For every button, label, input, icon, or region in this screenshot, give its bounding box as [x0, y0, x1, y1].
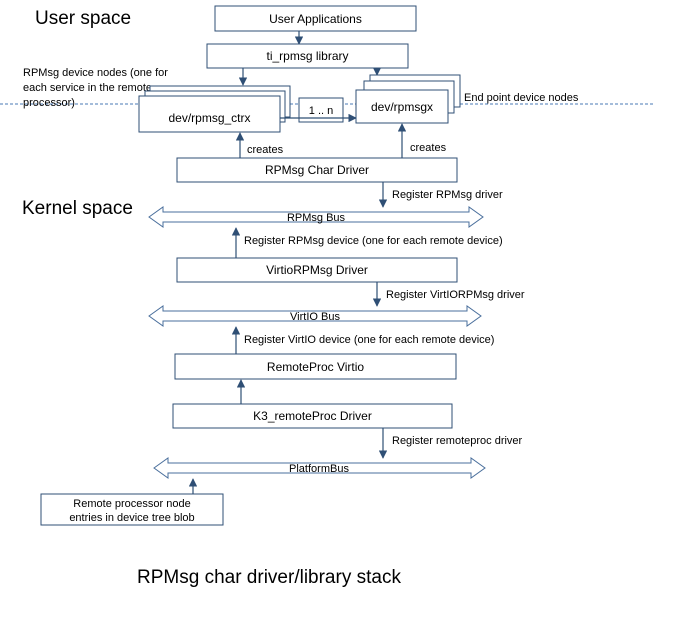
- ti-rpmsg-library-label: ti_rpmsg library: [266, 49, 348, 63]
- virtio-bus-label: VirtIO Bus: [290, 311, 340, 323]
- register-remoteproc-driver-label: Register remoteproc driver: [392, 435, 523, 447]
- remoteproc-virtio-box: [174, 353, 457, 380]
- user-applications-label: User Applications: [269, 12, 362, 26]
- rpmsg-ctrx-box: [138, 95, 281, 133]
- rpmsg-bus-label: RPMsg Bus: [287, 212, 346, 224]
- creates-right-label: creates: [410, 142, 447, 154]
- user-applications-box: [214, 5, 417, 32]
- remoteproc-virtio-label: RemoteProc Virtio: [267, 360, 364, 374]
- rpmsg-bus-arrow: [148, 206, 484, 228]
- endpoint-nodes-note: End point device nodes: [464, 92, 579, 104]
- virtio-bus-arrow: [148, 305, 482, 327]
- platform-bus-label: PlatformBus: [289, 463, 349, 475]
- register-rpmsg-device-label: Register RPMsg device (one for each remo…: [244, 235, 503, 247]
- creates-left-label: creates: [247, 144, 284, 156]
- platform-bus-arrow: [153, 457, 486, 479]
- k3-remoteproc-driver-box: [172, 403, 453, 429]
- register-virtio-device-label: Register VirtIO device (one for each rem…: [244, 334, 494, 346]
- register-rpmsg-driver-label: Register RPMsg driver: [392, 189, 503, 201]
- device-nodes-note-line-1: RPMsg device nodes (one for: [23, 67, 168, 79]
- ti-rpmsg-library-box: [206, 43, 409, 69]
- register-virtio-rpmsg-driver-label: Register VirtIORPMsg driver: [386, 289, 525, 301]
- kernel-space-label: Kernel space: [22, 198, 133, 219]
- rpmsgx-box: [355, 89, 449, 124]
- device-tree-node-box: [40, 493, 224, 526]
- k3-remoteproc-driver-label: K3_remoteProc Driver: [253, 409, 372, 423]
- rpmsg-char-driver-box: [176, 157, 458, 183]
- diagram-caption: RPMsg char driver/library stack: [137, 567, 401, 588]
- device-nodes-note-line-2: each service in the remote: [23, 82, 152, 94]
- rpmsg-ctrx-label: dev/rpmsg_ctrx: [168, 111, 250, 125]
- rpmsgx-label: dev/rpmsgx: [371, 100, 433, 114]
- virtio-rpmsg-driver-label: VirtioRPMsg Driver: [266, 263, 368, 277]
- user-space-label: User space: [35, 8, 131, 29]
- device-tree-node-line-2: entries in device tree blob: [69, 512, 194, 524]
- rpmsg-char-driver-label: RPMsg Char Driver: [265, 163, 369, 177]
- range-label: 1 .. n: [309, 105, 333, 117]
- device-tree-node-line-1: Remote processor node: [73, 498, 190, 510]
- device-nodes-note-line-3: processor): [23, 97, 75, 109]
- virtio-rpmsg-driver-box: [176, 257, 458, 283]
